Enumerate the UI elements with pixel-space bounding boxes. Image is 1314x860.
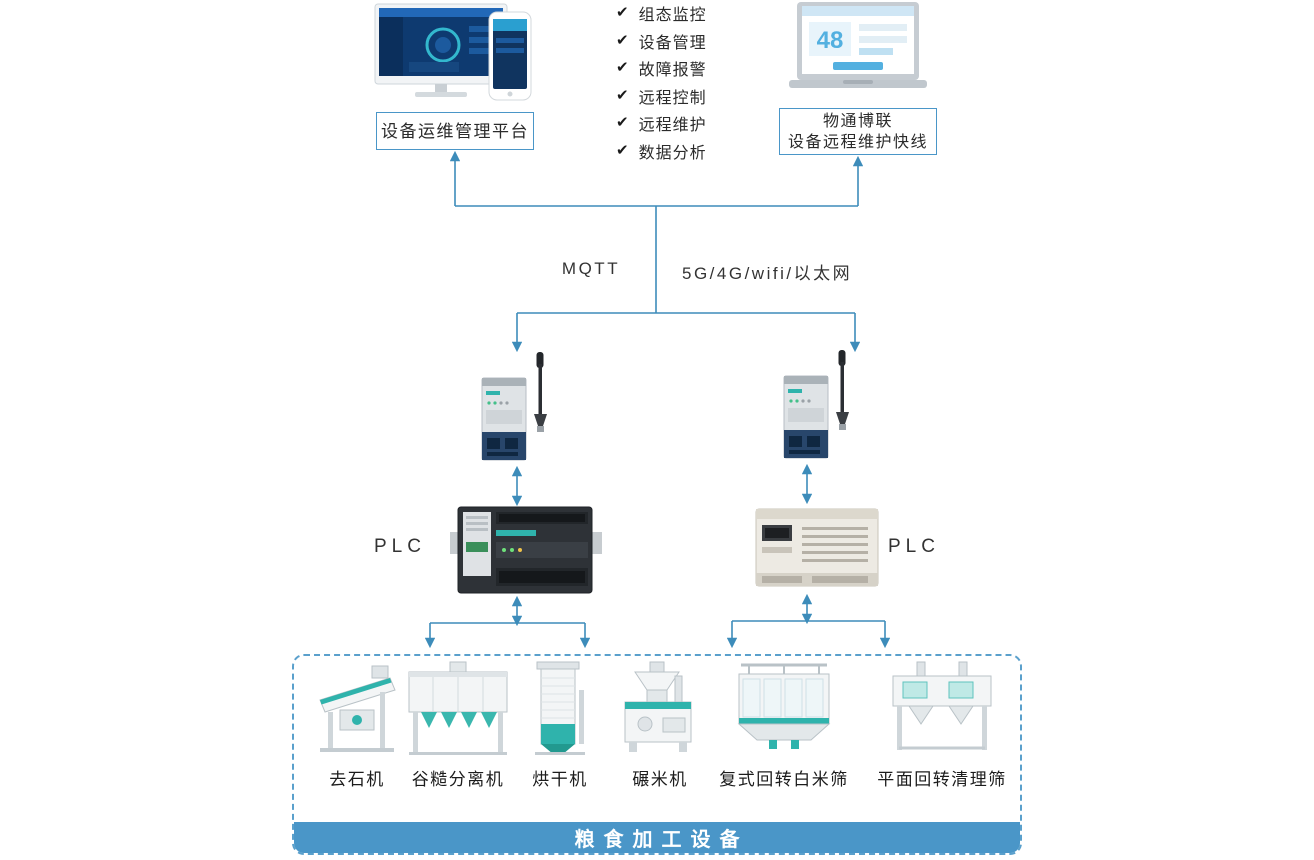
laptop-screen-number: 48 bbox=[817, 27, 844, 54]
machine-illustration-paddy-separator bbox=[408, 661, 508, 755]
machine-label: 去石机 bbox=[329, 770, 385, 789]
check-icon: ✔ bbox=[616, 114, 629, 132]
plc-right-label: PLC bbox=[888, 536, 940, 557]
cloud-label-line2: 设备远程维护快线 bbox=[787, 133, 928, 151]
machine-label: 烘干机 bbox=[532, 770, 588, 789]
feature-item: ✔ 数据分析 bbox=[616, 141, 707, 162]
machine-item: 烘干机 bbox=[498, 660, 622, 790]
machine-label: 复式回转白米筛 bbox=[719, 770, 849, 789]
feature-label: 故障报警 bbox=[638, 62, 707, 80]
check-icon: ✔ bbox=[616, 4, 629, 21]
machine-item: 去石机 bbox=[295, 660, 419, 790]
feature-label: 组态监控 bbox=[638, 7, 707, 24]
platform-label: 设备运维管理平台 bbox=[381, 121, 529, 141]
gateway-right-illustration bbox=[770, 346, 865, 471]
protocol-label-mqtt: MQTT bbox=[561, 259, 621, 278]
feature-item: ✔ 远程控制 bbox=[616, 86, 707, 107]
plc-right-illustration bbox=[752, 505, 882, 595]
cloud-label-box: 物通博联 设备远程维护快线 bbox=[779, 108, 937, 155]
equipment-banner: 粮食加工设备 bbox=[294, 822, 1020, 853]
machine-item: 复式回转白米筛 bbox=[719, 660, 849, 790]
machine-illustration-rice-mill bbox=[624, 661, 692, 752]
platform-label-box: 设备运维管理平台 bbox=[376, 112, 534, 150]
check-icon: ✔ bbox=[616, 141, 629, 159]
feature-label: 远程维护 bbox=[638, 117, 707, 135]
protocol-label-network: 5G/4G/wifi/以太网 bbox=[682, 264, 853, 283]
feature-item: ✔ 设备管理 bbox=[616, 31, 707, 52]
check-icon: ✔ bbox=[616, 31, 629, 49]
machine-item: 平面回转清理筛 bbox=[877, 660, 1007, 790]
machine-illustration-dryer bbox=[535, 661, 585, 755]
check-icon: ✔ bbox=[616, 86, 629, 104]
plc-left-label: PLC bbox=[374, 536, 426, 557]
cloud-laptop-illustration: 48 bbox=[783, 0, 933, 100]
machine-illustration-plane-rotary-cleaning-sieve bbox=[892, 661, 992, 750]
feature-item: ✔ 组态监控 bbox=[616, 4, 707, 24]
feature-label: 设备管理 bbox=[638, 34, 707, 52]
machine-label: 谷糙分离机 bbox=[411, 770, 505, 789]
equipment-banner-label: 粮食加工设备 bbox=[574, 829, 749, 851]
machine-label: 碾米机 bbox=[632, 770, 688, 789]
platform-monitor-illustration bbox=[365, 0, 545, 115]
cloud-label-line1: 物通博联 bbox=[822, 112, 893, 130]
machine-item: 谷糙分离机 bbox=[396, 660, 520, 790]
feature-item: ✔ 远程维护 bbox=[616, 114, 707, 135]
machine-illustration-destoner bbox=[319, 665, 396, 752]
machine-item: 碾米机 bbox=[598, 660, 722, 790]
platform-phone-illustration bbox=[488, 11, 532, 101]
machine-label: 平面回转清理筛 bbox=[877, 770, 1007, 789]
feature-item: ✔ 故障报警 bbox=[616, 59, 707, 80]
feature-label: 远程控制 bbox=[638, 89, 707, 107]
check-icon: ✔ bbox=[616, 59, 629, 77]
feature-list: ✔ 组态监控 ✔ 设备管理 ✔ 故障报警 ✔ 远程控制 ✔ 远程维护 ✔ 数据分… bbox=[616, 4, 707, 162]
machine-illustration-compound-rotary-white-rice-sieve bbox=[737, 663, 831, 749]
feature-label: 数据分析 bbox=[638, 144, 707, 162]
gateway-left-illustration bbox=[468, 348, 563, 473]
plc-left-illustration bbox=[450, 502, 602, 602]
